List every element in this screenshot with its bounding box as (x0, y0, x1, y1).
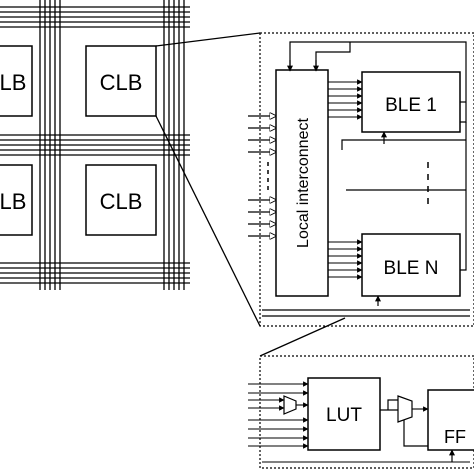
ble-detail: LUT FF (248, 355, 474, 469)
clb-block-top-right: CLB (85, 45, 157, 117)
input-mux (283, 395, 297, 415)
ble-1-inputs (328, 79, 363, 120)
routing-channels (0, 0, 190, 290)
lut-label: LUT (326, 405, 362, 426)
ble-detail-frame (259, 355, 474, 469)
ble-return-lines (341, 139, 466, 191)
clb-label: CLB (100, 70, 143, 95)
clb-grid: LB CLB LB CLB (0, 0, 190, 290)
clb-block-bottom-left: LB (0, 164, 33, 236)
local-interconnect-block (275, 69, 329, 297)
clb-output-bus (262, 309, 470, 317)
output-mux (397, 395, 413, 423)
lut-block (307, 377, 381, 451)
clb-detail-frame (259, 32, 474, 327)
ble-1-block (361, 71, 461, 133)
ff-label: FF (444, 427, 466, 447)
local-interconnect-label: Local interconnect (295, 118, 312, 248)
clb-block-bottom-right: CLB (85, 164, 157, 236)
clb-label: CLB (100, 189, 143, 214)
feedback-arrowheads (287, 60, 319, 72)
ble-n-inputs (328, 239, 363, 280)
clb-input-arrows (248, 116, 276, 236)
ff-block (427, 389, 474, 451)
clb-block-top-left: LB (0, 45, 33, 117)
clb-detail: Local interconnect BLE 1 (248, 32, 474, 327)
clb-label: LB (0, 70, 26, 95)
clb-label: LB (0, 189, 26, 214)
ble-n-block (361, 233, 461, 297)
ble-detail-inputs (248, 381, 309, 449)
ble-1-label: BLE 1 (385, 95, 437, 116)
zoom-lines (155, 32, 346, 357)
ble-n-label: BLE N (384, 258, 439, 279)
